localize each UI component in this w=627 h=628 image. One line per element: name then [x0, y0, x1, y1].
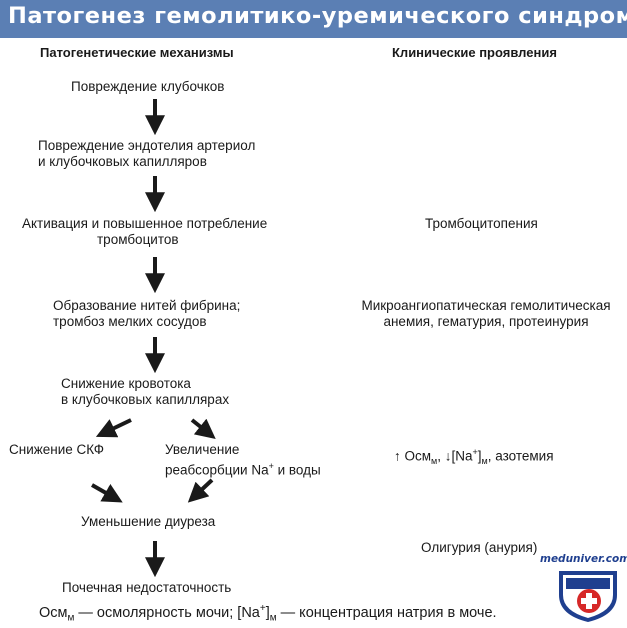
step-renal-failure: Почечная недостаточность [62, 580, 232, 595]
step-reduced-blood-flow-line2: в клубочковых капиллярах [61, 392, 230, 407]
clinical-anemia-line1: Микроангиопатическая гемолитическая [361, 298, 611, 313]
step-reduced-gfr: Снижение СКФ [9, 442, 104, 457]
header-mechanisms: Патогенетические механизмы [40, 45, 234, 60]
step-platelet-activation-line2: тромбоцитов [97, 232, 179, 247]
step-decreased-diuresis: Уменьшение диуреза [81, 514, 216, 529]
clinical-azotemia: ↑ Осмм, ↓[Na+]м, азотемия [394, 447, 554, 467]
step-fibrin-formation-line1: Образование нитей фибрина; [53, 298, 241, 313]
page-title: Патогенез гемолитико-уремического синдро… [8, 3, 627, 29]
footnote: Осмм — осмолярность мочи; [Na+]м — конце… [39, 603, 497, 624]
logo-text: meduniver.com [540, 553, 627, 565]
step-endothelial-damage-line1: Повреждение эндотелия артериол [38, 138, 256, 153]
clinical-anemia-line2: анемия, гематурия, протеинурия [383, 314, 589, 329]
arrow-to-gfr [95, 418, 132, 438]
title-bar: Патогенез гемолитико-уремического синдро… [0, 0, 627, 38]
step-increased-reabsorption-line2: реабсорбции Na+ и воды [165, 461, 321, 478]
clinical-thrombocytopenia: Тромбоцитопения [425, 216, 538, 231]
arrow-gfr-to-diuresis [91, 483, 123, 503]
medical-cross-icon [559, 571, 617, 622]
arrow-reabsorption-to-diuresis [187, 478, 214, 503]
step-glomerular-damage: Повреждение клубочков [71, 79, 225, 94]
step-fibrin-formation-line2: тромбоз мелких сосудов [53, 314, 207, 329]
header-clinical: Клинические проявления [392, 45, 557, 60]
step-platelet-activation-line1: Активация и повышенное потребление [22, 216, 268, 231]
arrow-to-reabsorption [190, 418, 216, 439]
step-increased-reabsorption-line1: Увеличение [165, 442, 240, 457]
step-reduced-blood-flow-line1: Снижение кровотока [61, 376, 191, 391]
step-endothelial-damage-line2: и клубочковых капилляров [38, 154, 207, 169]
clinical-oliguria: Олигурия (анурия) [421, 540, 538, 555]
